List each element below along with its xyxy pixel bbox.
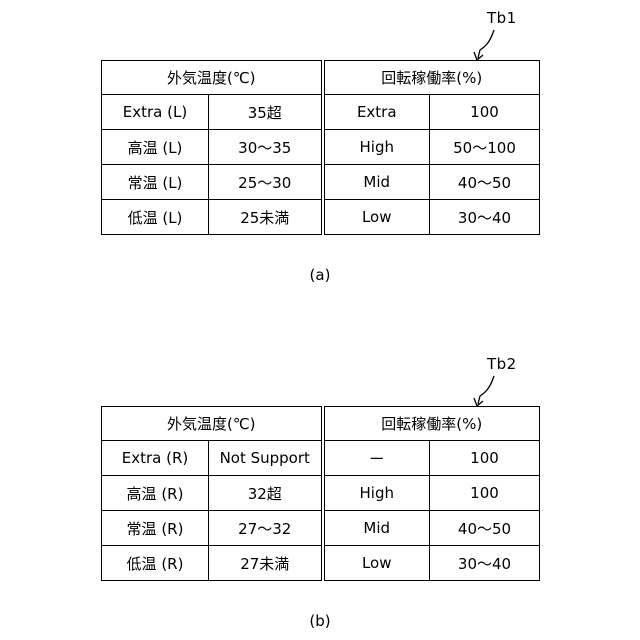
table-tag-tb2: Tb2 <box>487 355 517 373</box>
rate-label-cell: Mid <box>323 165 430 200</box>
temp-label-cell: Extra (L) <box>102 95 209 130</box>
temp-range-cell: 30～35 <box>209 130 323 165</box>
leader-arrow-icon <box>470 28 500 64</box>
rate-label-cell: ー <box>323 441 430 476</box>
temp-range-cell: 25未満 <box>209 200 323 235</box>
temp-label-cell: 高温 (R) <box>102 476 209 511</box>
table-tag-tb1: Tb1 <box>487 9 517 27</box>
table-row: Extra (L) 35超 Extra 100 <box>102 95 540 130</box>
rate-value-cell: 30～40 <box>430 200 540 235</box>
temp-range-cell: 27未満 <box>209 546 323 581</box>
header-temperature: 外気温度(℃) <box>102 407 323 441</box>
rate-label-cell: High <box>323 476 430 511</box>
table-row: 低温 (R) 27未満 Low 30～40 <box>102 546 540 581</box>
rate-label-cell: High <box>323 130 430 165</box>
rate-value-cell: 100 <box>430 441 540 476</box>
header-operation-rate: 回転稼働率(%) <box>323 407 540 441</box>
header-operation-rate: 回転稼働率(%) <box>323 61 540 95</box>
header-temperature: 外気温度(℃) <box>102 61 323 95</box>
rate-value-cell: 40～50 <box>430 511 540 546</box>
table-row: 低温 (L) 25未満 Low 30～40 <box>102 200 540 235</box>
temp-label-cell: 高温 (L) <box>102 130 209 165</box>
temperature-rate-table-a: 外気温度(℃) 回転稼働率(%) Extra (L) 35超 Extra 100… <box>101 60 540 235</box>
rate-value-cell: 40～50 <box>430 165 540 200</box>
temp-label-cell: Extra (R) <box>102 441 209 476</box>
temp-range-cell: 32超 <box>209 476 323 511</box>
rate-label-cell: Low <box>323 546 430 581</box>
table-row: 常温 (L) 25～30 Mid 40～50 <box>102 165 540 200</box>
temp-label-cell: 常温 (L) <box>102 165 209 200</box>
rate-value-cell: 100 <box>430 476 540 511</box>
table-row: 常温 (R) 27～32 Mid 40～50 <box>102 511 540 546</box>
rate-value-cell: 100 <box>430 95 540 130</box>
temp-range-cell: 35超 <box>209 95 323 130</box>
rate-value-cell: 50～100 <box>430 130 540 165</box>
temp-label-cell: 常温 (R) <box>102 511 209 546</box>
temp-label-cell: 低温 (R) <box>102 546 209 581</box>
rate-label-cell: Mid <box>323 511 430 546</box>
table-row: 高温 (R) 32超 High 100 <box>102 476 540 511</box>
table-row: 高温 (L) 30～35 High 50～100 <box>102 130 540 165</box>
temp-range-cell: 27～32 <box>209 511 323 546</box>
table-row: Extra (R) Not Support ー 100 <box>102 441 540 476</box>
temp-range-cell: Not Support <box>209 441 323 476</box>
temp-range-cell: 25～30 <box>209 165 323 200</box>
temperature-rate-table-b: 外気温度(℃) 回転稼働率(%) Extra (R) Not Support ー… <box>101 406 540 581</box>
rate-value-cell: 30～40 <box>430 546 540 581</box>
temp-label-cell: 低温 (L) <box>102 200 209 235</box>
rate-label-cell: Extra <box>323 95 430 130</box>
rate-label-cell: Low <box>323 200 430 235</box>
figure-caption-a: (a) <box>0 266 640 284</box>
figure-caption-b: (b) <box>0 612 640 630</box>
leader-arrow-icon <box>470 374 500 410</box>
